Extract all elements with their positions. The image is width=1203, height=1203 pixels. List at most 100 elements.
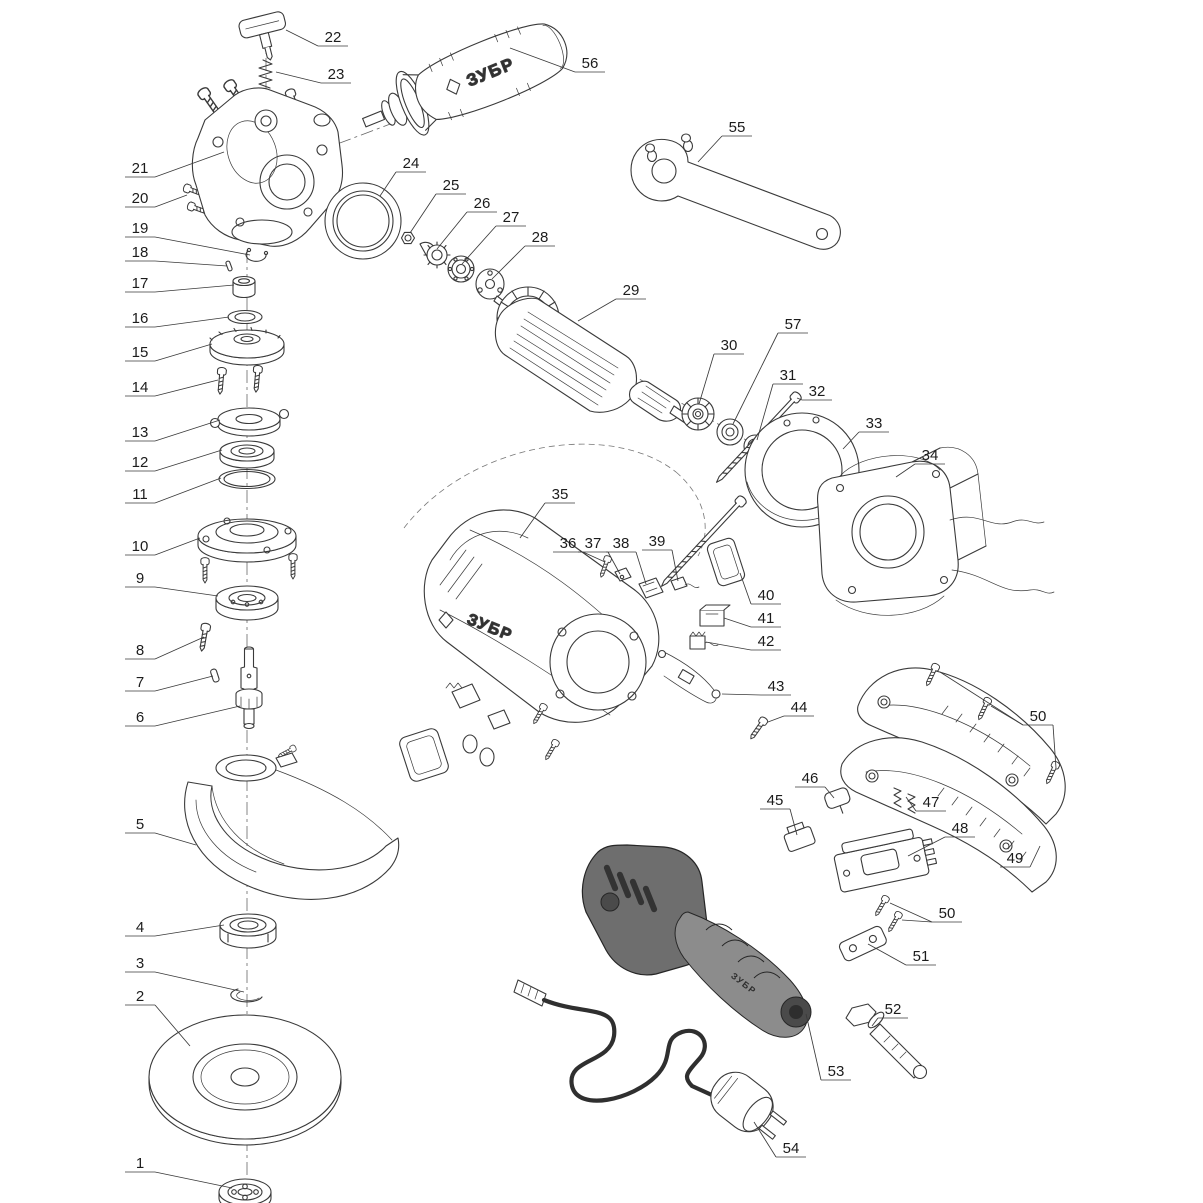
svg-text:3: 3 [136,955,144,972]
part-label-20: 20 [125,190,188,208]
part-1-outer-flange-nut [218,1178,272,1203]
svg-text:48: 48 [952,820,969,837]
svg-text:56: 56 [582,55,599,72]
part-label-35: 35 [519,486,575,539]
part-45-switch-slider [783,821,816,853]
svg-text:55: 55 [729,119,746,136]
part-label-13: 13 [125,419,221,442]
part-label-19: 19 [125,220,251,256]
part-label-36: 36 [553,535,606,563]
part-label-6: 6 [125,705,241,727]
part-10-bearing-retainer [197,517,298,584]
part-label-52: 52 [871,1001,908,1027]
part-label-29: 29 [577,282,646,322]
svg-text:15: 15 [132,344,149,361]
part-label-16: 16 [125,310,230,328]
part-43-lead-wires [657,649,721,704]
svg-text:36: 36 [560,535,577,552]
part-label-25: 25 [409,177,466,234]
part-49-handle-shell-lower [840,737,1057,893]
part-label-1: 1 [125,1155,233,1189]
svg-text:49: 49 [1007,850,1024,867]
part-label-40: 40 [739,572,781,605]
svg-text:32: 32 [809,383,826,400]
part-label-10: 10 [125,537,201,556]
part-label-54: 54 [753,1121,806,1158]
part-label-4: 4 [125,919,225,937]
svg-text:17: 17 [132,275,149,292]
part-38-brush-holder [638,577,664,599]
part-label-17: 17 [125,275,235,293]
part-14-screws [215,364,264,396]
part-19-circlip [245,247,269,262]
part-55-pin-spanner [630,133,841,250]
part-label-33: 33 [842,415,889,450]
svg-text:50: 50 [1030,708,1047,725]
part-label-43: 43 [721,678,791,696]
part-label-51: 51 [867,943,936,966]
part-label-8: 8 [125,636,205,660]
part-40-brush-cover [706,537,746,587]
part-label-57: 57 [732,316,808,425]
svg-text:50: 50 [939,905,956,922]
svg-text:42: 42 [758,633,775,650]
part-label-50: 50 [939,671,1057,769]
part-label-48: 48 [907,820,975,857]
part-label-11: 11 [125,477,222,504]
svg-text:46: 46 [802,770,819,787]
svg-text:1: 1 [136,1155,144,1172]
svg-text:45: 45 [767,792,784,809]
part-label-27: 27 [461,209,526,265]
part-54-power-cord [513,979,787,1140]
part-51-bracket [838,925,887,962]
part-15-driven-gear [209,326,285,366]
part-label-55: 55 [697,119,752,163]
brand-diamond-icon [438,611,454,629]
part-56-side-handle: ЗУБР [362,23,568,136]
part-47-springs [893,787,916,814]
part-13-flange-plate [209,407,290,437]
part-label-41: 41 [723,610,781,628]
svg-text:43: 43 [768,678,785,695]
svg-text:5: 5 [136,816,144,833]
svg-text:44: 44 [791,699,808,716]
part-17-bushing [232,275,256,299]
part-label-24: 24 [379,155,426,197]
svg-text:7: 7 [136,674,144,691]
svg-text:14: 14 [132,379,149,396]
part-label-42: 42 [705,633,781,651]
part-2-grinding-disc [148,1014,342,1146]
part-label-3: 3 [125,955,245,993]
svg-text:41: 41 [758,610,775,627]
svg-text:47: 47 [923,794,940,811]
part-3-retaining-ring [230,988,263,1003]
part-26-pinion [419,241,451,269]
part-label-38: 38 [606,535,647,585]
part-21-gear-housing [191,87,344,247]
svg-text:30: 30 [721,337,738,354]
part-label-46: 46 [795,770,835,799]
svg-text:9: 9 [136,570,144,587]
svg-text:54: 54 [783,1140,800,1157]
svg-text:27: 27 [503,209,520,226]
plug-pin [758,1124,776,1140]
part-label-22: 22 [285,29,348,47]
svg-text:24: 24 [403,155,420,172]
part-4-inner-flange [219,913,277,949]
part-39-carbon-brush [670,576,700,591]
svg-text:40: 40 [758,587,775,604]
svg-text:29: 29 [623,282,640,299]
part-label-53: 53 [805,1013,851,1081]
brand-diamond-icon [446,78,461,95]
part-5-wheel-guard [184,743,400,900]
part-label-18: 18 [125,244,228,267]
part-number-labels: 1234567891011121314151617181920212223565… [125,29,1057,1189]
svg-text:35: 35 [552,486,569,503]
part-label-7: 7 [125,674,214,692]
svg-text:34: 34 [922,447,939,464]
part-41-brush-holder-2 [699,604,731,627]
svg-text:26: 26 [474,195,491,212]
part-label-45: 45 [760,792,798,836]
